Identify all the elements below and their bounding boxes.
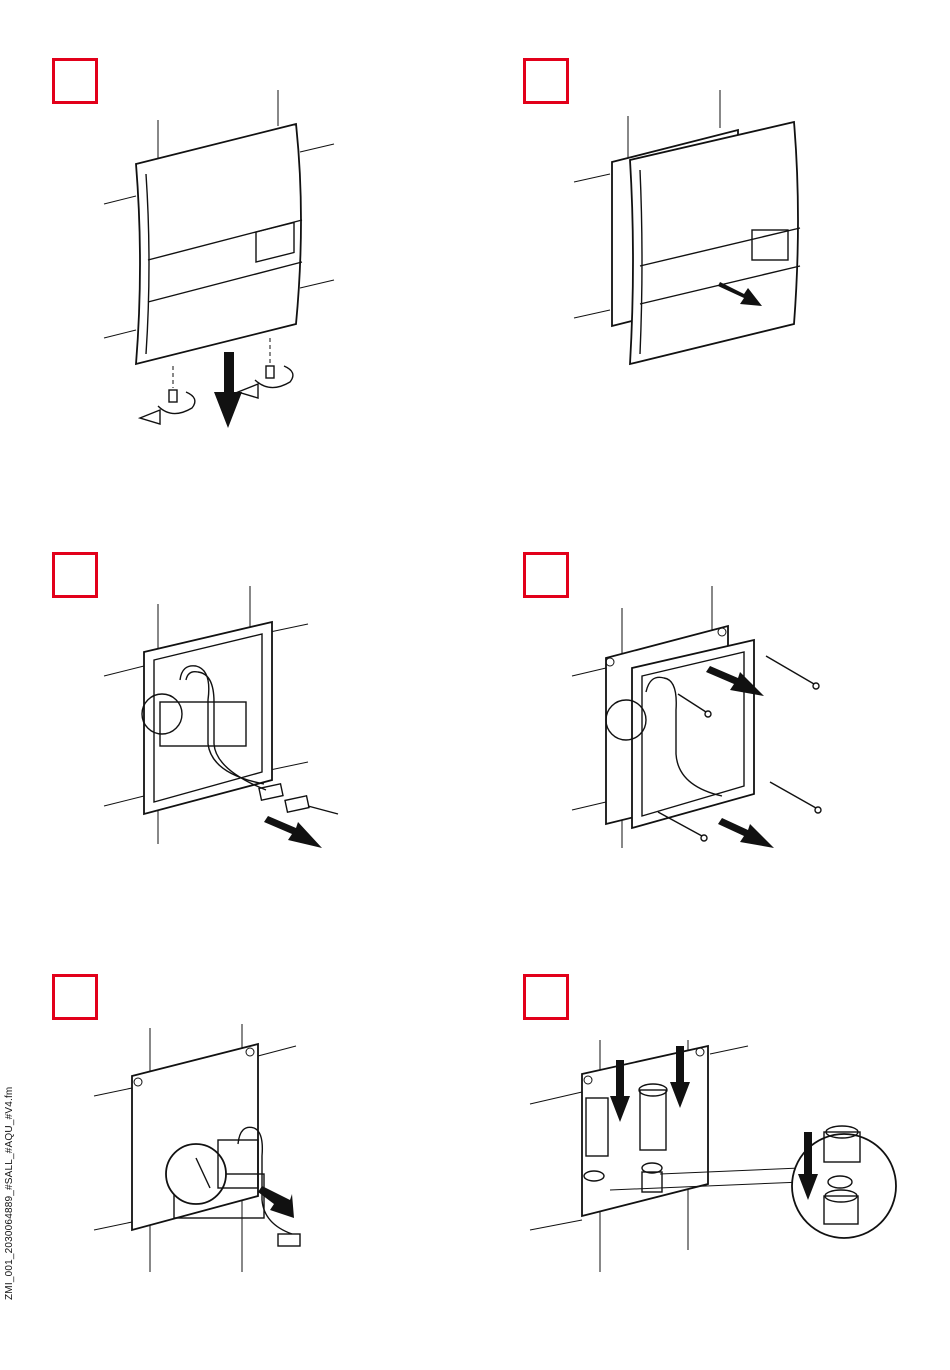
step-2-checkbox[interactable] xyxy=(523,58,569,104)
step-6-checkbox[interactable] xyxy=(523,974,569,1020)
step-1-illustration xyxy=(100,88,350,438)
step-4-illustration xyxy=(570,584,840,864)
step-3-illustration xyxy=(100,584,350,854)
cable-connector xyxy=(259,784,283,800)
pull-arrow-icon xyxy=(718,818,774,848)
step-4-checkbox[interactable] xyxy=(523,552,569,598)
down-arrow-icon xyxy=(214,352,242,428)
step-6-illustration xyxy=(520,1040,910,1280)
step-3-checkbox[interactable] xyxy=(52,552,98,598)
step-2-illustration xyxy=(570,88,820,378)
solenoid-valve xyxy=(166,1144,226,1204)
pull-arrow-icon xyxy=(264,816,322,848)
step-5-illustration xyxy=(92,1024,322,1274)
step-5-checkbox[interactable] xyxy=(52,974,98,1020)
file-reference: ZMI_001_2030064889_#SALL_#AQU_#V4.fm xyxy=(4,1087,15,1300)
mounting-frame xyxy=(632,640,754,828)
step-1-checkbox[interactable] xyxy=(52,58,98,104)
cover-plate xyxy=(136,124,301,364)
